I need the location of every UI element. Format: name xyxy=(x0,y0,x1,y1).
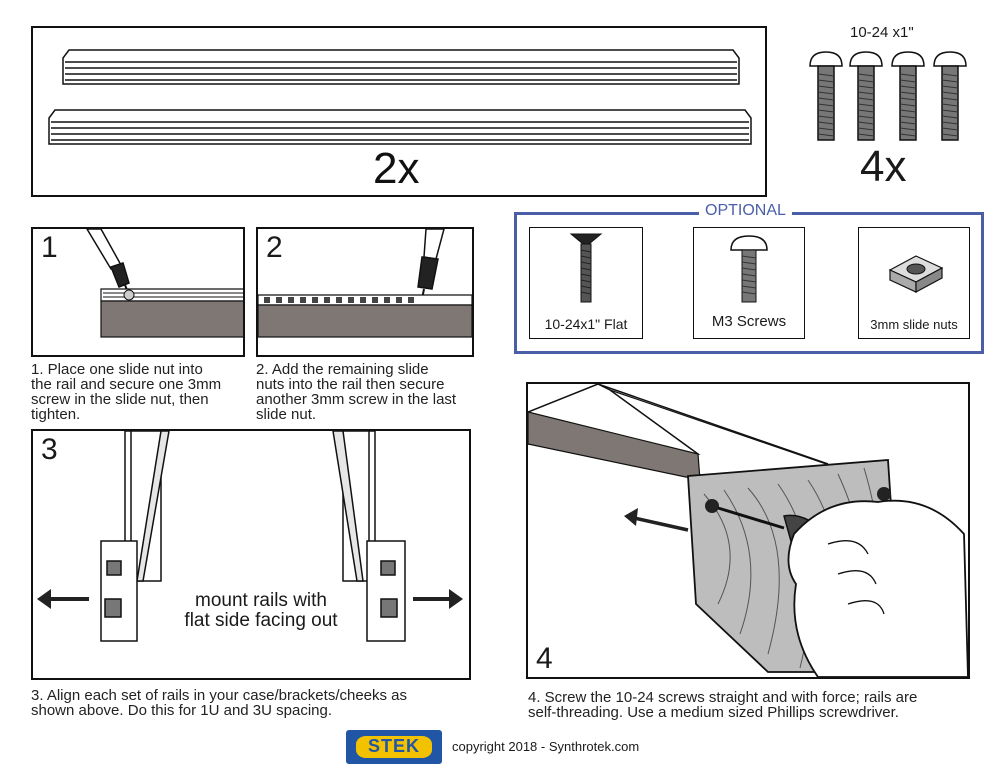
slide-nut-icon xyxy=(888,255,944,294)
screw-icon-2 xyxy=(849,51,883,141)
copyright-text: copyright 2018 - Synthrotek.com xyxy=(452,739,640,754)
optional-item-slide-nuts: 3mm slide nuts xyxy=(858,227,970,339)
logo-text: STEK xyxy=(367,736,420,756)
callout-line: mount rails with xyxy=(195,590,327,611)
rails-illustration xyxy=(48,49,752,145)
step-1-caption: 1. Place one slide nut into the rail and… xyxy=(31,362,246,422)
screws-spec-label: 10-24 x1" xyxy=(850,24,914,41)
step-number: 3 xyxy=(41,433,58,466)
caption-line: shown above. Do this for 1U and 3U spaci… xyxy=(31,702,333,719)
optional-item-label: 3mm slide nuts xyxy=(870,317,958,332)
step-4-panel: 4 xyxy=(526,382,970,679)
flat-head-screw-icon xyxy=(569,233,603,303)
caption-line: self-threading. Use a medium sized Phill… xyxy=(528,704,899,721)
logo-inner xyxy=(356,736,432,758)
step-3-illustration xyxy=(37,431,463,642)
callout-line: flat side facing out xyxy=(184,610,338,631)
caption-line: 2. Add the remaining slide xyxy=(256,361,429,378)
optional-item-label: M3 Screws xyxy=(711,313,787,330)
step-4-illustration xyxy=(528,384,968,677)
caption-line: another 3mm screw in the last xyxy=(256,391,457,408)
optional-item-label: 10-24x1" Flat xyxy=(544,316,628,332)
caption-line: 3. Align each set of rails in your case/… xyxy=(31,687,408,704)
step-2-panel: 2 xyxy=(256,227,474,357)
screws-quantity: 4x xyxy=(860,142,907,191)
screw-icon-3 xyxy=(891,51,925,141)
step-number: 1 xyxy=(41,231,58,264)
arrow-left-icon xyxy=(624,508,689,532)
rails-panel: 2x xyxy=(31,26,767,197)
step-2-illustration xyxy=(258,229,472,338)
step-1-panel: 1 xyxy=(31,227,245,357)
optional-title: OPTIONAL xyxy=(699,202,792,220)
caption-line: 1. Place one slide nut into xyxy=(31,361,203,378)
rail-top xyxy=(62,49,740,85)
step-3-caption: 3. Align each set of rails in your case/… xyxy=(31,688,481,718)
step-number: 2 xyxy=(266,231,283,264)
step-3-panel: 3 mount rails w xyxy=(31,429,471,680)
rail-bottom xyxy=(48,109,752,145)
step-number: 4 xyxy=(536,642,553,675)
caption-line: nuts into the rail then secure xyxy=(256,376,445,393)
optional-panel: OPTIONAL 10-24x1" Flat M3 Screws xyxy=(514,202,984,354)
hand-icon xyxy=(787,499,968,677)
stek-logo: STEK xyxy=(346,730,442,764)
optional-item-flat-screw: 10-24x1" Flat xyxy=(529,227,643,339)
arrow-right-icon xyxy=(413,589,463,609)
screw-icon-4 xyxy=(933,51,967,141)
step-3-callout: mount rails with flat side facing out xyxy=(161,591,361,631)
screws-illustration xyxy=(809,51,967,141)
arrow-left-icon xyxy=(37,589,89,609)
step-2-caption: 2. Add the remaining slide nuts into the… xyxy=(256,362,481,422)
step-1-illustration xyxy=(86,229,243,338)
optional-item-m3-screws: M3 Screws xyxy=(693,227,805,339)
step-4-caption: 4. Screw the 10-24 screws straight and w… xyxy=(528,690,978,720)
caption-line: slide nut. xyxy=(256,406,317,423)
caption-line: tighten. xyxy=(31,406,81,423)
caption-line: the rail and secure one 3mm xyxy=(31,376,222,393)
caption-line: screw in the slide nut, then xyxy=(31,391,209,408)
caption-line: 4. Screw the 10-24 screws straight and w… xyxy=(528,689,918,706)
rails-quantity: 2x xyxy=(373,144,420,193)
screw-icon-1 xyxy=(809,51,843,141)
m3-screw-icon xyxy=(730,235,768,303)
